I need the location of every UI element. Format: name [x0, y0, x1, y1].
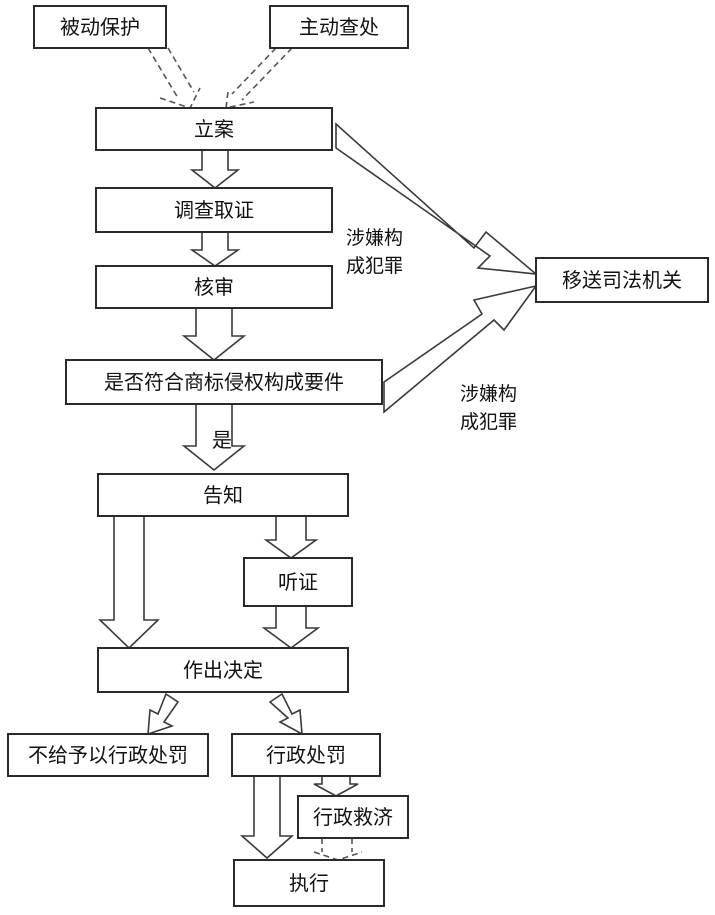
node-passive-protection-label: 被动保护	[60, 15, 140, 39]
node-case-filing-label: 立案	[194, 117, 234, 141]
node-execution: 执行	[233, 859, 385, 907]
arrow-investigation-to-review	[189, 231, 241, 267]
node-investigation-evidence-label: 调查取证	[174, 198, 254, 222]
dashed-arrow-passive-to-case	[147, 47, 201, 109]
edge-label-crime-bottom-line2: 成犯罪	[460, 411, 517, 433]
arrow-review-to-check	[181, 307, 247, 362]
node-hearing: 听证	[243, 557, 353, 607]
node-active-investigation-label: 主动查处	[299, 15, 379, 39]
node-active-investigation: 主动查处	[269, 5, 409, 49]
arrow-check-to-judicial	[383, 284, 538, 414]
dashed-arrow-active-to-case	[225, 47, 293, 110]
edge-label-crime-bottom-line1: 涉嫌构	[460, 383, 517, 405]
node-admin-remedy-label: 行政救济	[313, 805, 393, 829]
node-notification: 告知	[97, 473, 349, 517]
arrow-penalty-to-remedy	[313, 775, 359, 797]
arrow-penalty-to-execution	[239, 775, 295, 860]
node-case-filing: 立案	[95, 107, 333, 151]
edge-label-crime-top: 涉嫌构 成犯罪	[346, 227, 403, 277]
node-infringement-check-label: 是否符合商标侵权构成要件	[104, 370, 344, 394]
node-transfer-judicial: 移送司法机关	[535, 257, 709, 303]
node-admin-remedy: 行政救济	[297, 795, 409, 839]
node-no-penalty-label: 不给予以行政处罚	[28, 743, 188, 767]
edge-label-crime-top-line2: 成犯罪	[346, 255, 403, 277]
arrow-hearing-to-decision	[261, 605, 321, 649]
arrow-notification-to-hearing	[263, 515, 319, 559]
node-investigation-evidence: 调查取证	[95, 187, 333, 233]
node-hearing-label: 听证	[278, 570, 318, 594]
node-review: 核审	[95, 265, 333, 309]
node-decision: 作出决定	[97, 647, 349, 693]
node-execution-label: 执行	[289, 871, 329, 895]
node-admin-penalty-label: 行政处罚	[266, 743, 346, 767]
arrow-notification-to-decision	[98, 515, 160, 650]
arrow-case-to-investigation	[189, 149, 241, 190]
node-admin-penalty: 行政处罚	[231, 733, 381, 777]
arrow-decision-to-no-penalty	[147, 692, 180, 736]
dashed-arrow-remedy-to-execution	[313, 838, 363, 861]
node-transfer-judicial-label: 移送司法机关	[562, 268, 682, 292]
arrow-decision-to-penalty	[268, 692, 303, 736]
edge-label-yes: 是	[212, 428, 232, 452]
node-passive-protection: 被动保护	[33, 5, 167, 49]
node-notification-label: 告知	[203, 483, 243, 507]
node-decision-label: 作出决定	[183, 658, 263, 682]
arrow-case-to-judicial	[335, 122, 539, 276]
node-no-penalty: 不给予以行政处罚	[7, 733, 209, 777]
edge-label-crime-top-line1: 涉嫌构	[346, 227, 403, 249]
arrow-check-to-notification	[181, 403, 247, 472]
node-review-label: 核审	[194, 275, 234, 299]
node-infringement-check: 是否符合商标侵权构成要件	[65, 359, 383, 405]
edge-label-crime-bottom: 涉嫌构 成犯罪	[460, 383, 517, 433]
